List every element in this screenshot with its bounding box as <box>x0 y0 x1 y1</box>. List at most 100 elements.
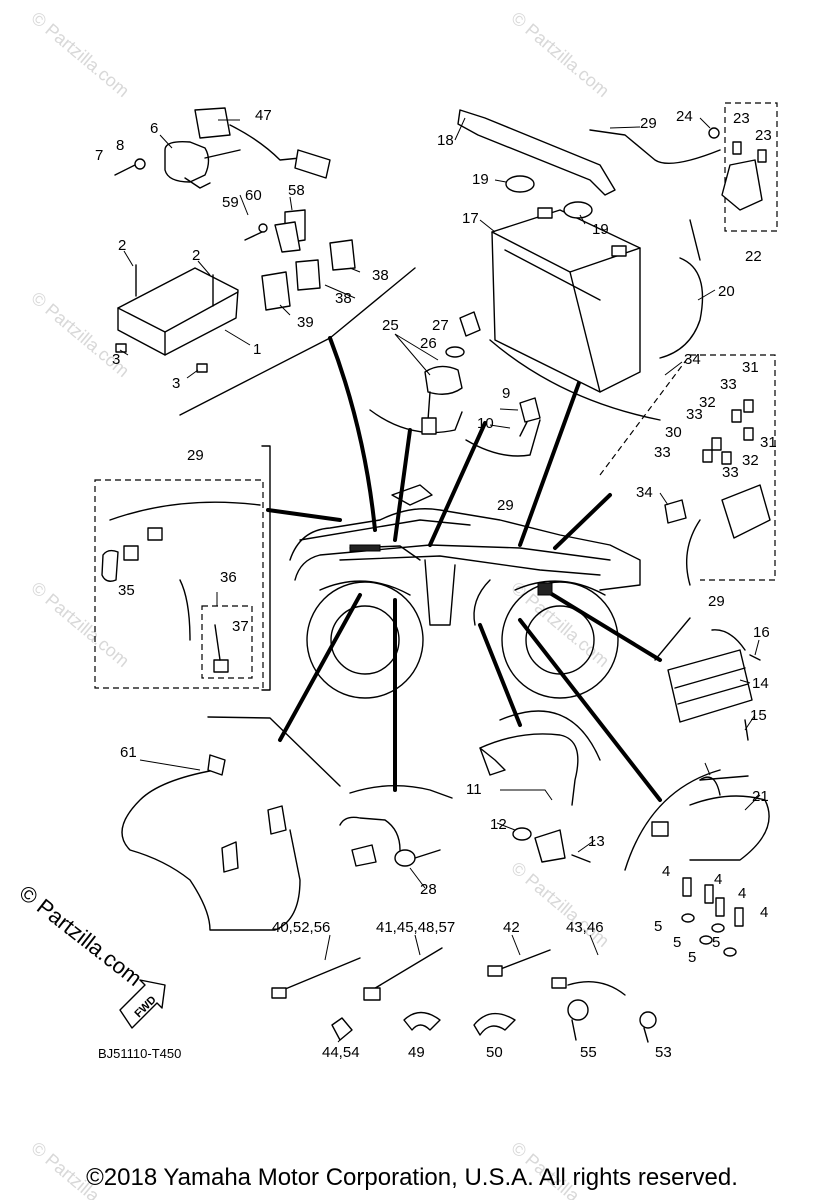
battery-pad <box>563 201 593 219</box>
callout-29c: 29 <box>497 497 514 514</box>
sub-harness <box>121 754 301 931</box>
callout-22: 22 <box>745 248 762 265</box>
callout-28: 28 <box>420 881 437 898</box>
callout-4b: 4 <box>714 871 722 888</box>
battery-band <box>457 109 616 196</box>
callout-8: 8 <box>116 137 124 154</box>
rectifier-regulator <box>667 629 761 741</box>
callout-33c: 33 <box>654 444 671 461</box>
speed-sensor <box>479 733 591 863</box>
callout-5d: 5 <box>712 934 720 951</box>
callout-6: 6 <box>150 120 158 137</box>
callout-20: 20 <box>718 283 735 300</box>
copyright-notice: ©2018 Yamaha Motor Corporation, U.S.A. A… <box>86 1164 738 1191</box>
callout-55: 55 <box>580 1044 597 1061</box>
diagram-code: BJ51110-T450 <box>98 1046 182 1061</box>
callout-34b: 34 <box>636 484 653 501</box>
callout-33a: 33 <box>720 376 737 393</box>
callout-numbers: 47 6 8 7 58 59 60 2 2 38 38 39 1 3 3 25 … <box>95 107 777 1061</box>
callout-23a: 23 <box>733 110 750 127</box>
callout-53: 53 <box>655 1044 672 1061</box>
callout-19b: 19 <box>592 221 609 238</box>
callout-9: 9 <box>502 385 510 402</box>
callout-50: 50 <box>486 1044 503 1061</box>
callout-12: 12 <box>490 816 507 833</box>
callout-29d: 29 <box>708 593 725 610</box>
callout-26: 26 <box>420 335 437 352</box>
callout-60: 60 <box>245 187 262 204</box>
callout-42: 42 <box>503 919 520 936</box>
bolt-7 <box>114 164 136 176</box>
callout-21: 21 <box>752 788 769 805</box>
callout-7: 7 <box>95 147 103 164</box>
callout-27: 27 <box>432 317 449 334</box>
washer-8 <box>134 158 146 170</box>
callout-23b: 23 <box>755 127 772 144</box>
callout-31b: 31 <box>760 434 777 451</box>
callout-13: 13 <box>588 833 605 850</box>
callout-3b: 3 <box>172 375 180 392</box>
ecu <box>115 264 239 373</box>
atv-outline <box>289 484 641 699</box>
callout-58: 58 <box>288 182 305 199</box>
callout-47: 47 <box>255 107 272 124</box>
fuse-box <box>664 484 771 586</box>
callout-leaders <box>119 117 761 1043</box>
callout-15: 15 <box>750 707 767 724</box>
callout-39: 39 <box>297 314 314 331</box>
callout-29b: 29 <box>187 447 204 464</box>
callout-41-45-48-57: 41,45,48,57 <box>376 919 455 936</box>
callout-4c: 4 <box>738 885 746 902</box>
harness-left-detail <box>101 501 261 673</box>
battery-cable <box>659 257 704 359</box>
callout-16: 16 <box>753 624 770 641</box>
callout-5a: 5 <box>654 918 662 935</box>
callout-35: 35 <box>118 582 135 599</box>
callout-32a: 32 <box>699 394 716 411</box>
callout-38b: 38 <box>335 290 352 307</box>
callout-2a: 2 <box>118 237 126 254</box>
callout-38a: 38 <box>372 267 389 284</box>
callout-61: 61 <box>120 744 137 761</box>
wiring-subleads <box>651 776 770 957</box>
callout-10: 10 <box>477 415 494 432</box>
callout-5c: 5 <box>688 949 696 966</box>
battery-pad <box>505 175 535 193</box>
clips <box>331 999 657 1043</box>
group-outlines <box>94 102 778 871</box>
callout-24: 24 <box>676 108 693 125</box>
neutral-switch <box>339 816 441 867</box>
ignition-coil <box>164 107 331 189</box>
callout-59: 59 <box>222 194 239 211</box>
callout-44-54: 44,54 <box>322 1044 360 1061</box>
fuses <box>702 399 754 465</box>
callout-33d: 33 <box>722 464 739 481</box>
relays <box>261 209 356 311</box>
callout-2b: 2 <box>192 247 200 264</box>
watermark: © Partzilla.com <box>27 8 133 101</box>
callout-32b: 32 <box>742 452 759 469</box>
main-switch <box>421 311 481 435</box>
callout-31a: 31 <box>742 359 759 376</box>
battery <box>491 207 641 393</box>
temperature-sensor <box>519 397 541 437</box>
callout-19a: 19 <box>472 171 489 188</box>
callout-4a: 4 <box>662 863 670 880</box>
callout-37: 37 <box>232 618 249 635</box>
callout-34a: 34 <box>684 351 701 368</box>
callout-43-46: 43,46 <box>566 919 604 936</box>
cable-ties <box>271 947 626 1001</box>
callout-1: 1 <box>253 341 261 358</box>
callout-49: 49 <box>408 1044 425 1061</box>
callout-29a: 29 <box>640 115 657 132</box>
callout-25: 25 <box>382 317 399 334</box>
callout-5b: 5 <box>673 934 681 951</box>
callout-18: 18 <box>437 132 454 149</box>
callout-40-52-56: 40,52,56 <box>272 919 330 936</box>
callout-33b: 33 <box>686 406 703 423</box>
callout-11: 11 <box>466 781 482 798</box>
callout-30: 30 <box>665 424 682 441</box>
bolt-59 <box>244 231 263 241</box>
battery-cable-end <box>689 219 701 261</box>
